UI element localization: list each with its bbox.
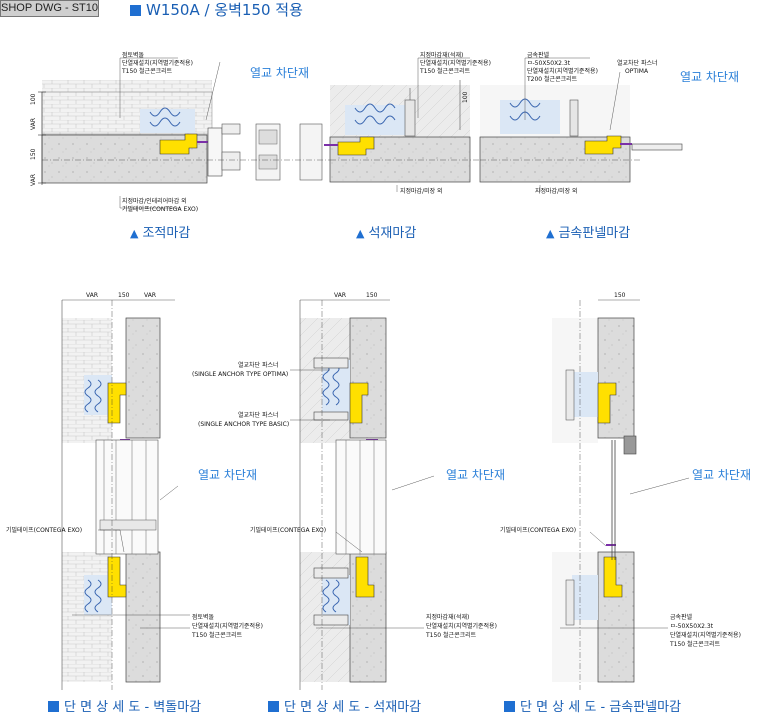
bottom-left-detail: [61, 299, 175, 690]
bottom-right-note-3: 단열재설치(지역별기준적용): [670, 632, 741, 639]
bottom-mid-fastener-1-type: (SINGLE ANCHOR TYPE OPTIMA): [192, 371, 289, 378]
bottom-right-note-4: T150 철근콘크리트: [670, 641, 721, 648]
bottom-mid-note-2: 단열재설치(지역별기준적용): [426, 623, 497, 630]
top-right-note-2: ㅁ-50X50X2.3t: [527, 60, 571, 67]
drawing-tag: SHOP DWG - ST10: [0, 0, 99, 17]
bottom-left-dim-150: 150: [118, 292, 130, 299]
bottom-left-note-2: 단열재설치(지역별기준적용): [192, 623, 263, 630]
bottom-thermal-label-2: 열교 차단재: [446, 468, 506, 482]
bottom-mid-note-3: T150 철근콘크리트: [426, 632, 477, 639]
top-right-side-note-2: OPTIMA: [625, 68, 649, 75]
top-left-detail: [38, 80, 330, 185]
top-thermal-label-1: 열교 차단재: [250, 66, 310, 80]
bottom-mid-fastener-1-name: 열교차단 파스너: [238, 362, 279, 369]
top-right-note-4: T200 철근콘크리트: [527, 76, 578, 83]
bottom-mid-detail: [299, 299, 390, 690]
bottom-right-note-2: ㅁ-50X50X2.3t: [670, 623, 714, 630]
bottom-left-dim-var-1: VAR: [86, 292, 98, 299]
bottom-mid-dim-150: 150: [366, 292, 378, 299]
dim-var-2: VAR: [30, 174, 37, 186]
bottom-thermal-label-1: 열교 차단재: [198, 468, 258, 482]
top-right-side-note-1: 열교차단 파스너: [617, 60, 658, 67]
bottom-right-tape: 기밀테이프(CONTEGA EXO): [500, 527, 577, 534]
top-left-note-3: T150 철근콘크리트: [122, 68, 173, 75]
top-mid-note-3: T150 철근콘크리트: [420, 68, 471, 75]
bottom-caption-metal: 단 면 상 세 도 - 금속판넬마감: [504, 700, 681, 716]
bottom-caption-stone: 단 면 상 세 도 - 석재마감: [268, 700, 421, 716]
page-title-text: W150A / 옹벽150 적용: [146, 1, 303, 19]
top-mid-detail: [324, 80, 480, 183]
bottom-mid-tape: 기밀테이프(CONTEGA EXO): [250, 527, 327, 534]
bottom-mid-fastener-2-type: (SINGLE ANCHOR TYPE BASIC): [198, 421, 290, 428]
top-mid-note-2: 단열재설치(지역별기준적용): [420, 60, 491, 67]
bottom-left-dim-var-2: VAR: [144, 292, 156, 299]
dim-var-1: VAR: [30, 118, 37, 130]
top-right-note-3: 단열재설치(지역별기준적용): [527, 68, 598, 75]
top-mid-bottom-note: 지정마감/미장 외: [400, 188, 443, 195]
bottom-right-note-1: 금속판넬: [670, 614, 693, 621]
caption-stone: ▲석재마감: [356, 226, 417, 241]
title-square-icon: [130, 5, 141, 16]
dim-100: 100: [30, 93, 37, 105]
bottom-mid-dim-var: VAR: [334, 292, 346, 299]
top-left-note-2: 단열재설치(지역별기준적용): [122, 60, 193, 67]
top-left-bottom-note-2: 기밀테이프(CONTEGA EXO): [122, 206, 199, 213]
bottom-right-dim-150: 150: [614, 292, 626, 299]
caption-brick: ▲조적마감: [130, 226, 191, 241]
dim-100-mid: 100: [462, 91, 469, 103]
bottom-left-tape: 기밀테이프(CONTEGA EXO): [6, 527, 83, 534]
top-right-note-1: 금속판넬: [527, 52, 550, 59]
page-title: W150A / 옹벽150 적용: [130, 1, 303, 19]
bottom-left-note-3: T150 철근콘크리트: [192, 632, 243, 639]
top-right-detail: [479, 85, 683, 183]
top-left-note-1: 점토벽돌: [122, 52, 145, 59]
bottom-left-note-1: 점토벽돌: [192, 614, 215, 621]
bottom-leaders: [72, 369, 690, 629]
bottom-caption-brick: 단 면 상 세 도 - 벽돌마감: [48, 700, 201, 716]
bottom-thermal-label-3: 열교 차단재: [692, 468, 752, 482]
bottom-right-detail: [552, 299, 640, 690]
top-left-bottom-note-1: 지정마감/인테리어마감 외: [122, 198, 187, 205]
top-mid-note-1: 지정마감재(석재): [420, 52, 464, 59]
bottom-mid-note-1: 지정마감재(석재): [426, 614, 470, 621]
dim-150: 150: [30, 148, 37, 160]
top-thermal-label-2: 열교 차단재: [680, 70, 740, 84]
caption-metal: ▲금속판넬마감: [546, 226, 631, 241]
top-right-bottom-note: 지정마감/미장 외: [535, 188, 578, 195]
top-leaders: [119, 57, 621, 209]
bottom-mid-fastener-2-name: 열교차단 파스너: [238, 412, 279, 419]
